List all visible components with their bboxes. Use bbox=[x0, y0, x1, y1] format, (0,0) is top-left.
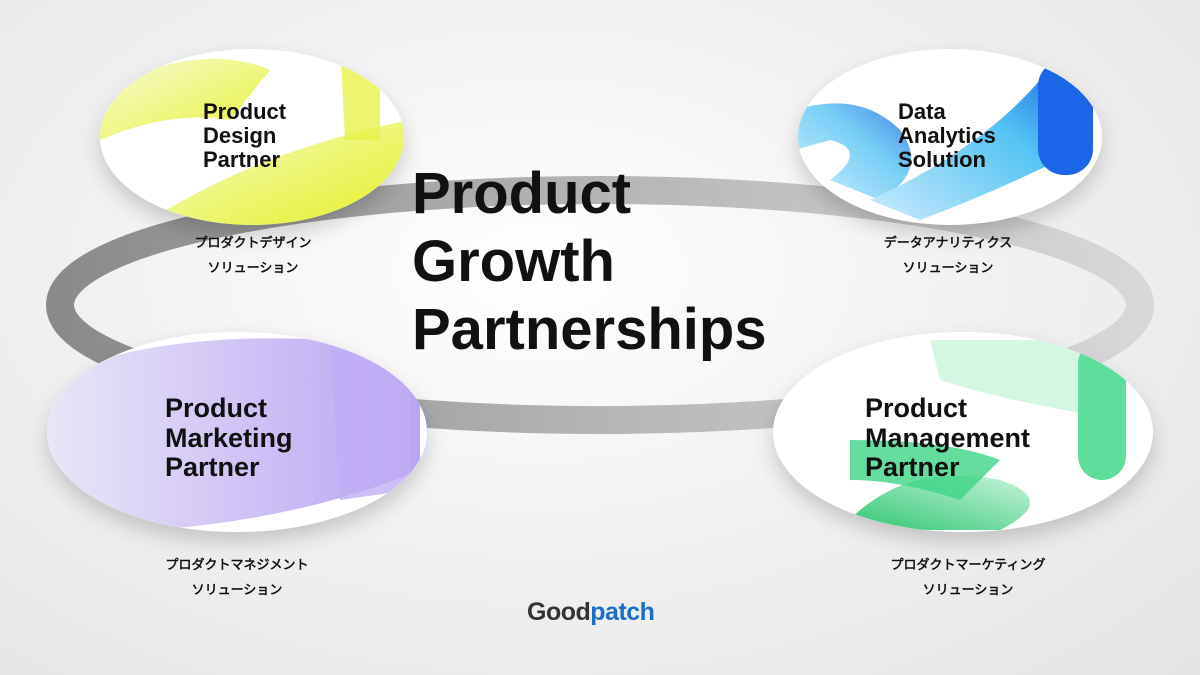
card-title-line: Product bbox=[165, 393, 268, 423]
card-title-line: Marketing bbox=[165, 422, 293, 453]
card-shape-design bbox=[100, 49, 404, 225]
card-management-caption: プロダクトマーケティング ソリューション bbox=[848, 553, 1088, 603]
caption-line: ソリューション bbox=[922, 583, 1014, 598]
caption-line: プロダクトデザイン bbox=[194, 236, 312, 251]
title-line-2: Growth bbox=[412, 229, 615, 294]
card-title-line: Design bbox=[203, 123, 277, 149]
card-analytics-title: Data Analytics Solution bbox=[898, 99, 996, 173]
card-design-title: Product Design Partner bbox=[203, 99, 287, 173]
card-title-line: Solution bbox=[898, 147, 986, 173]
logo-text-patch: patch bbox=[590, 598, 655, 626]
card-title-line: Product bbox=[865, 393, 968, 423]
card-title-line: Analytics bbox=[898, 123, 996, 149]
title-line-3: Partnerships bbox=[412, 297, 767, 362]
caption-line: データアナリティクス bbox=[883, 236, 1013, 251]
card-title-line: Partner bbox=[865, 452, 960, 483]
card-title-line: Management bbox=[865, 422, 1031, 453]
main-title: Product Growth Partnerships bbox=[412, 160, 767, 364]
card-management-title: Product Management Partner bbox=[865, 393, 1031, 483]
card-design-caption: プロダクトデザイン ソリューション bbox=[133, 231, 373, 281]
card-shape-analytics bbox=[798, 49, 1102, 225]
card-title-line: Partner bbox=[165, 452, 260, 483]
title-line-1: Product bbox=[412, 161, 632, 226]
caption-line: プロダクトマネジメント bbox=[165, 558, 309, 573]
logo-text-good: Good bbox=[527, 598, 591, 626]
card-shape-management bbox=[773, 332, 1153, 532]
caption-line: ソリューション bbox=[207, 261, 299, 276]
card-shape-marketing bbox=[47, 332, 427, 532]
caption-line: ソリューション bbox=[191, 583, 283, 598]
card-marketing-title: Product Marketing Partner bbox=[165, 393, 293, 483]
caption-line: プロダクトマーケティング bbox=[890, 558, 1046, 573]
goodpatch-logo: Goodpatch bbox=[527, 598, 655, 627]
growth-ring bbox=[46, 176, 1154, 434]
card-title-line: Product bbox=[203, 99, 287, 124]
card-title-line: Data bbox=[898, 99, 946, 124]
card-analytics-caption: データアナリティクス ソリューション bbox=[828, 231, 1068, 281]
caption-line: ソリューション bbox=[902, 261, 994, 276]
card-marketing-caption: プロダクトマネジメント ソリューション bbox=[117, 553, 357, 603]
card-title-line: Partner bbox=[203, 147, 281, 173]
